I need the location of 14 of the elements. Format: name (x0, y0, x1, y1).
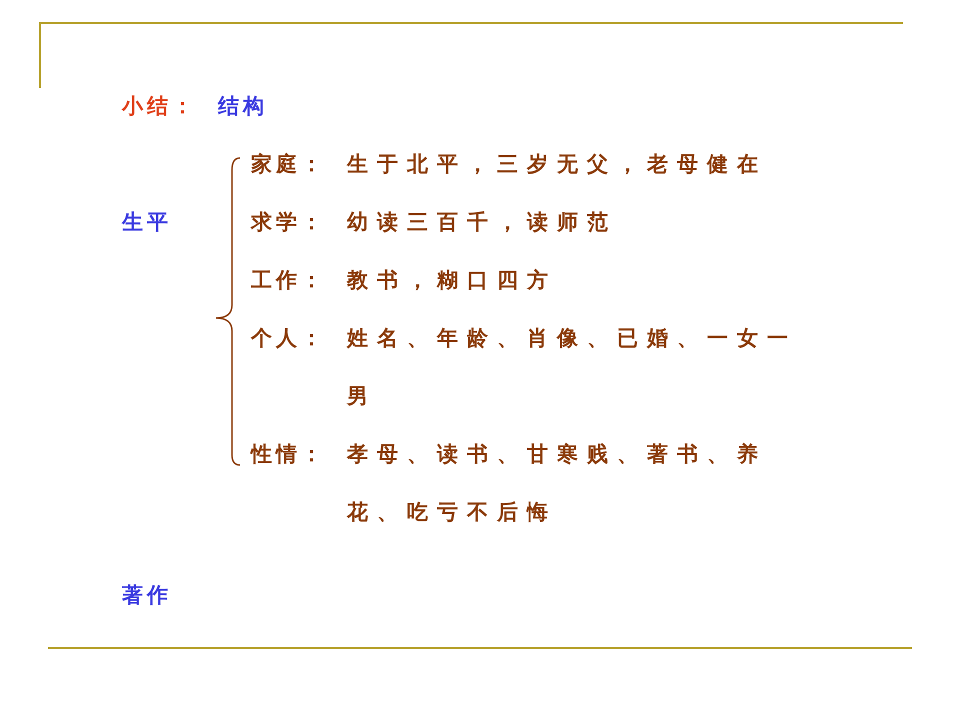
category-label: 性情： (251, 441, 327, 468)
description-text: 孝母、读书、甘寒贱、著书、养花、吃亏不后悔 (347, 441, 768, 526)
category-label: 家庭： (251, 151, 327, 178)
category-label: 工作： (251, 267, 327, 294)
category-label: 个人： (251, 325, 327, 352)
section-label: 生平 (122, 209, 173, 236)
description-text: 生于北平，三岁无父，老母健在 (347, 151, 768, 178)
description-text: 教书，糊口四方 (347, 267, 558, 294)
description-text: 姓名、年龄、肖像、已婚、一女一男 (347, 325, 798, 410)
category-label: 求学： (251, 209, 327, 236)
section-label: 著作 (122, 582, 173, 609)
description-text: 幼读三百千，读师范 (347, 209, 618, 236)
heading-text: 结构 (218, 93, 269, 120)
heading-text: 小结： (122, 93, 198, 120)
